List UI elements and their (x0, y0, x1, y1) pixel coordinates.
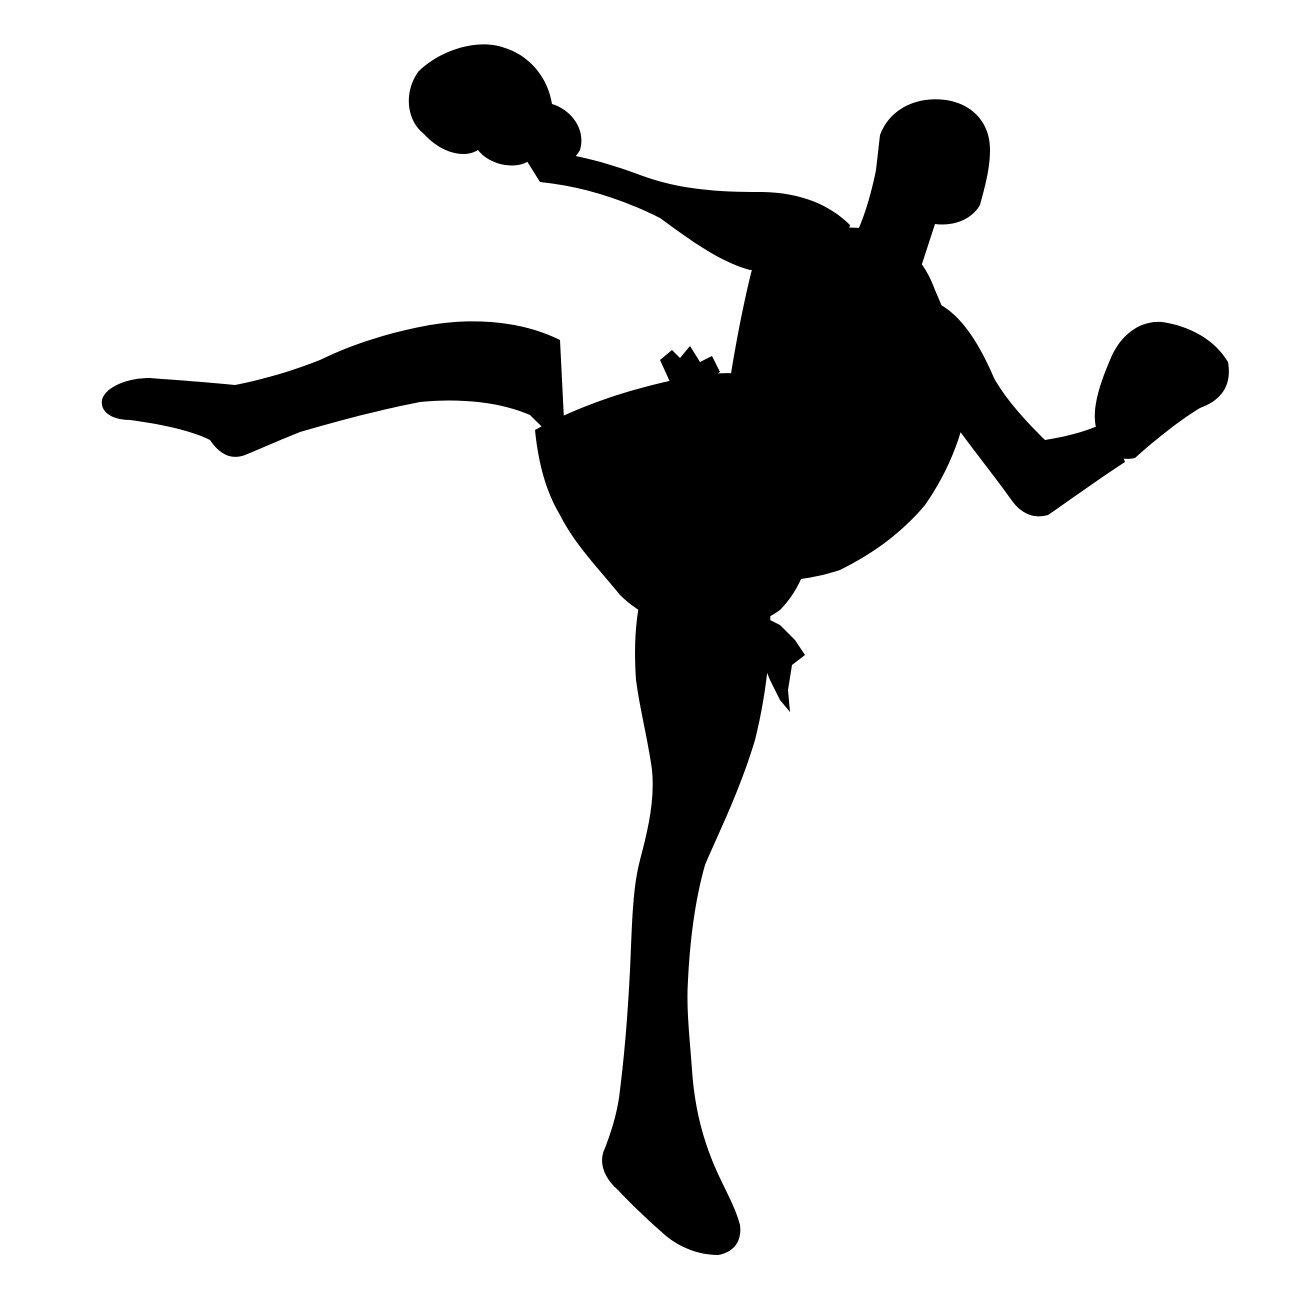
kicking-leg-silhouette (101, 321, 565, 457)
shorts-silhouette (535, 373, 816, 630)
right-glove-silhouette (1094, 321, 1229, 459)
standing-leg-silhouette (602, 600, 771, 1255)
head-silhouette (858, 99, 990, 270)
right-arm-silhouette (930, 300, 1125, 517)
shorts-tassel-side-silhouette (760, 615, 805, 712)
shorts-tassel-top-silhouette (660, 346, 720, 385)
left-glove-silhouette (408, 44, 582, 167)
